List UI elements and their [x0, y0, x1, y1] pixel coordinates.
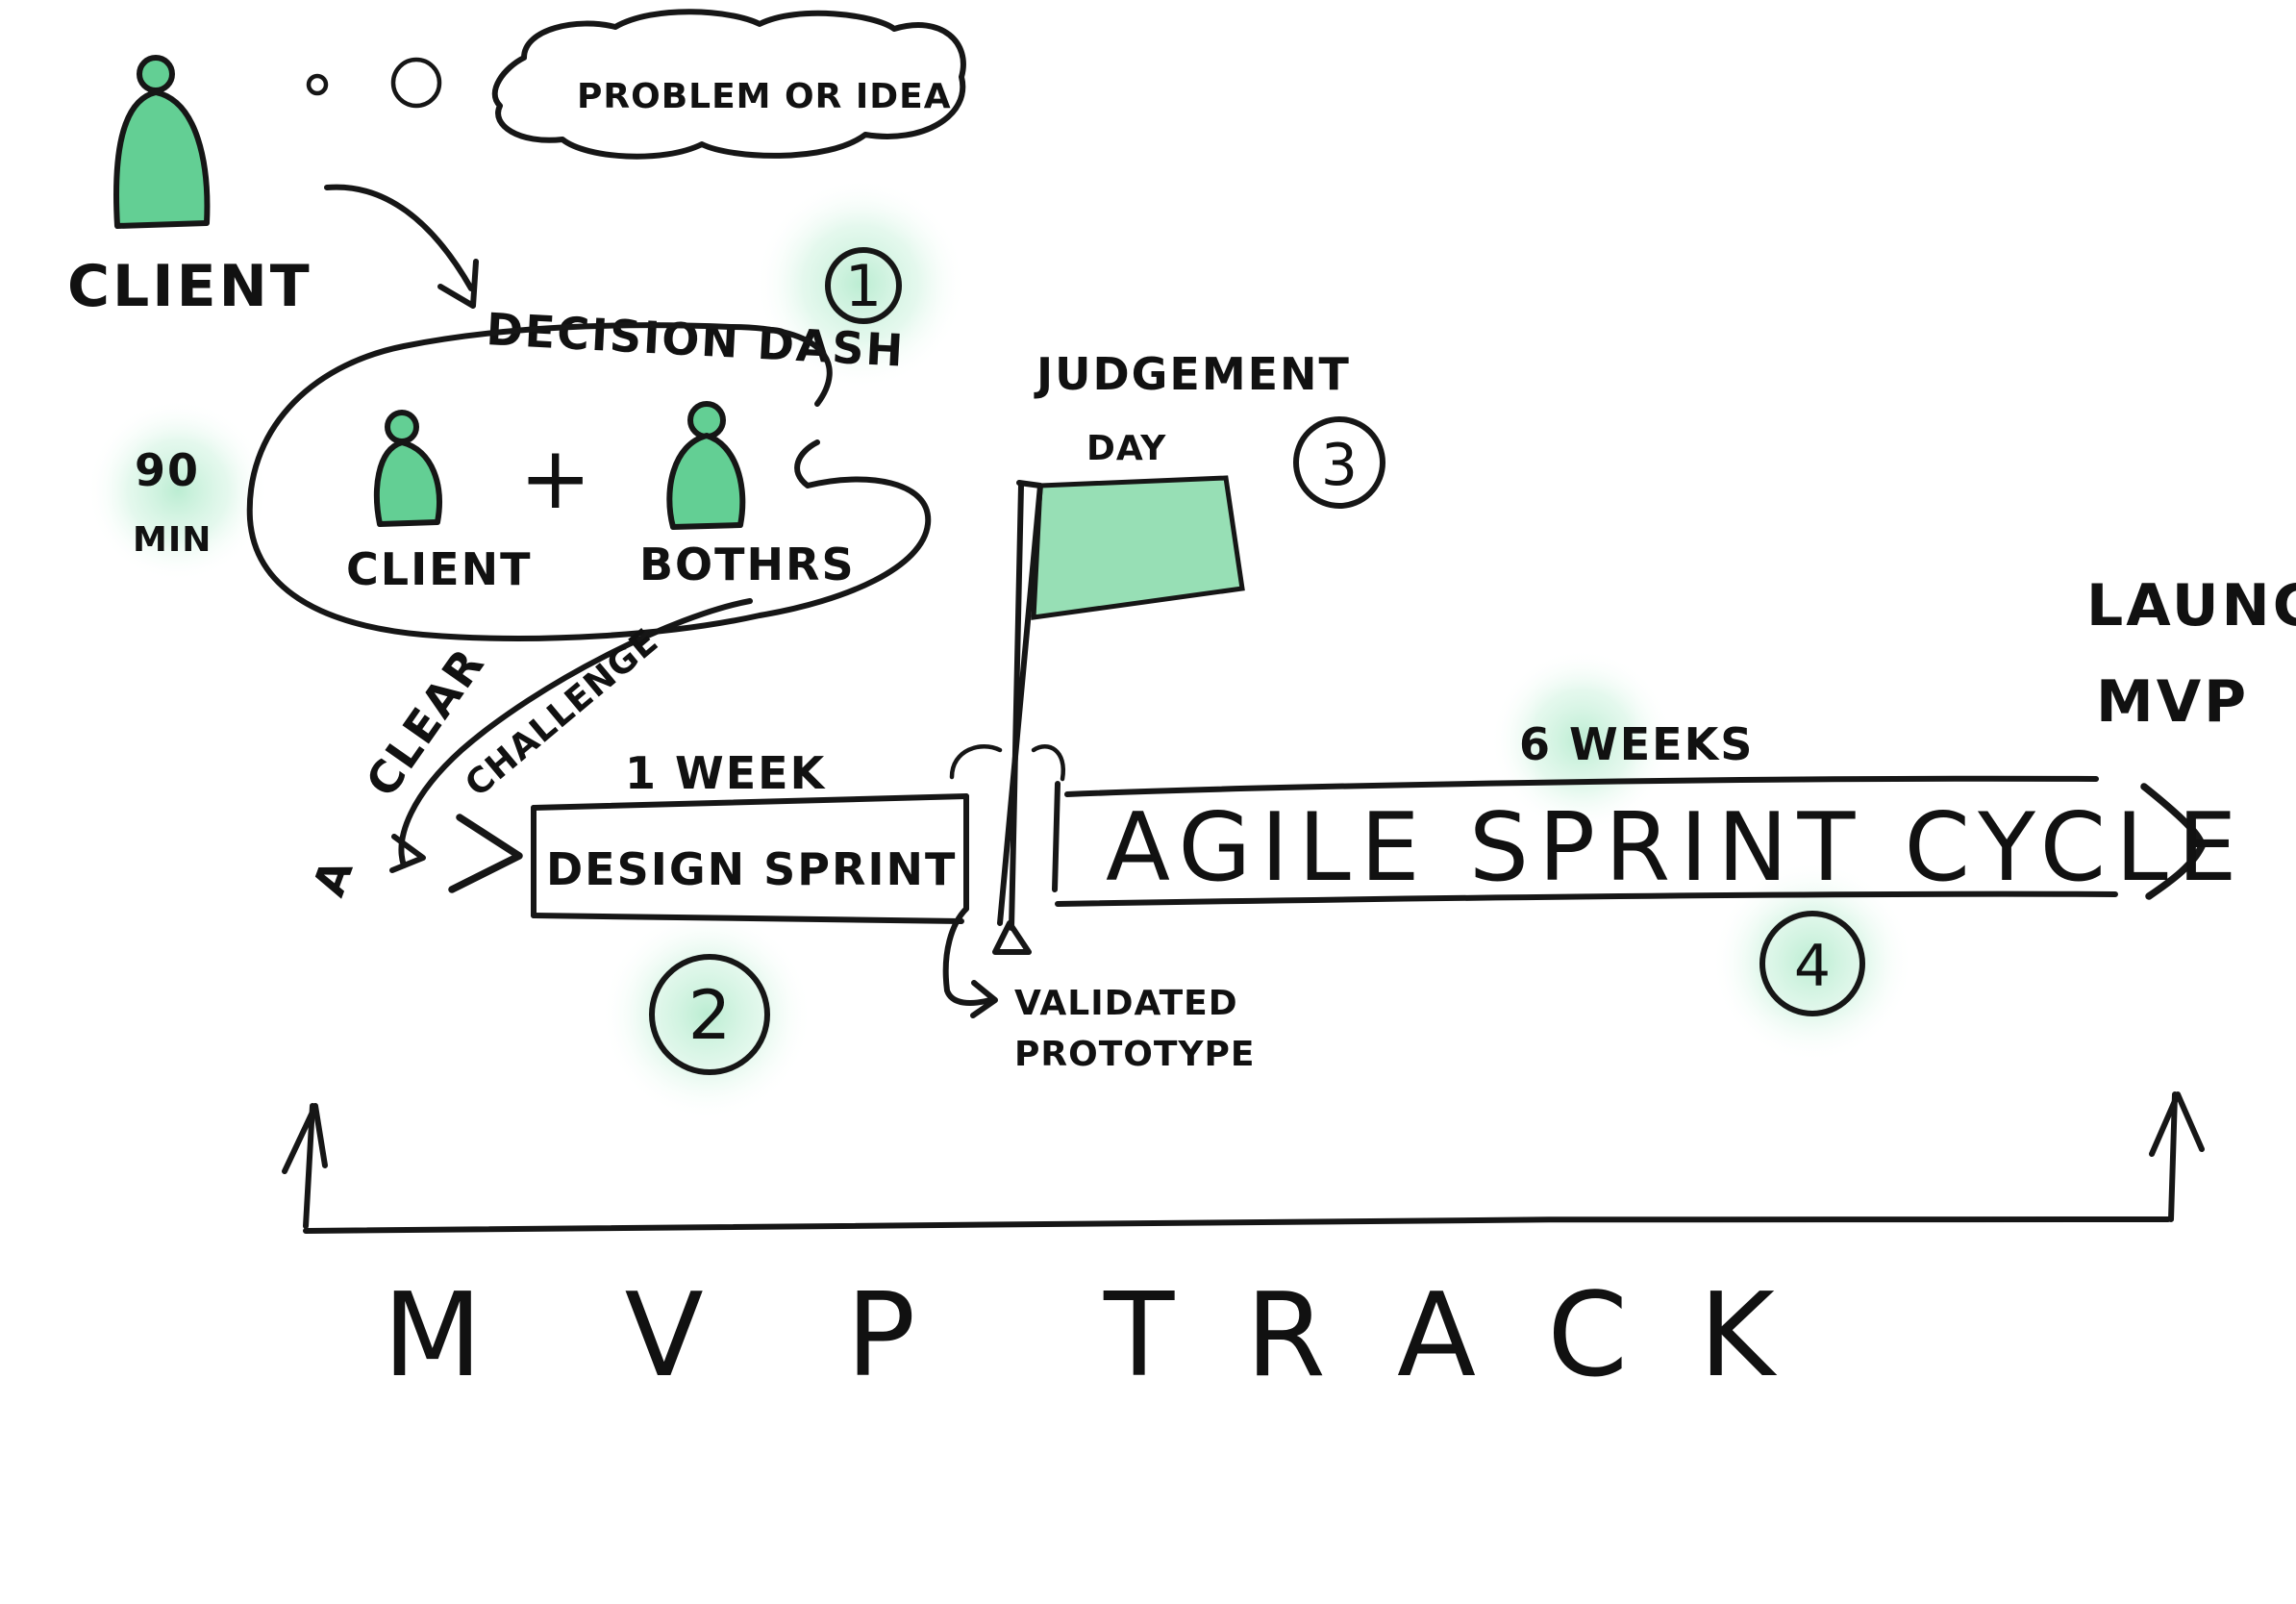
chevron-right-icon [448, 814, 523, 893]
launch-mvp-label: MVP [2096, 668, 2249, 736]
validated-label: VALIDATED [1014, 984, 1238, 1023]
bothrs-label: BOTHRS [639, 539, 856, 590]
step-2-badge: 2 [649, 954, 770, 1075]
mvp-track-title: M V P [383, 1269, 968, 1403]
agile-sprint-box [1052, 775, 2118, 907]
step-1-badge: 1 [825, 247, 902, 324]
step-4-badge: 4 [1759, 911, 1865, 1016]
prototype-label: PROTOTYPE [1014, 1035, 1255, 1074]
client-label: CLIENT [67, 253, 312, 320]
track-line [282, 1091, 2205, 1234]
arrow-icon [324, 184, 479, 309]
judgement-label: JUDGEMENT [1034, 348, 1351, 400]
duration-min-label: MIN [133, 520, 212, 560]
svg-text:1: 1 [845, 253, 882, 320]
design-sprint-box [531, 793, 969, 924]
svg-text:3: 3 [1321, 432, 1358, 499]
client-inner-label: CLIENT [346, 543, 532, 595]
clear-challenge-path [398, 598, 753, 868]
flag-icon [949, 475, 1245, 955]
track-title: T R A C K [1103, 1269, 1792, 1403]
svg-text:2: 2 [688, 976, 732, 1055]
decision-dash-loop [246, 322, 932, 641]
svg-text:4: 4 [1794, 933, 1831, 1000]
validated-arrow-icon [942, 906, 993, 1006]
design-sprint-label: DESIGN SPRINT [546, 843, 957, 895]
one-week-label: 1 WEEK [625, 747, 827, 799]
problem-or-idea-label: PROBLEM OR IDEA [577, 77, 952, 116]
chevron-right-icon [2140, 783, 2206, 900]
plus-sign: + [519, 428, 591, 529]
thought-bubble-icon [306, 9, 966, 160]
glow-highlights [87, 178, 1913, 1120]
bothrs-person-icon [666, 401, 746, 530]
step-3-badge: 3 [1293, 416, 1385, 509]
six-weeks-label: 6 WEEKS [1519, 718, 1754, 770]
small-arrow-icon [389, 834, 426, 873]
day-label: DAY [1086, 429, 1166, 468]
launch-label: LAUNCH [2086, 572, 2296, 639]
a-label: A [303, 851, 364, 903]
duration-90-label: 90 [135, 444, 200, 496]
client-person-icon [113, 55, 211, 229]
client-inner-person-icon [373, 410, 442, 527]
agile-sprint-cycle-label: AGILE SPRINT CYCLE [1106, 793, 2247, 903]
